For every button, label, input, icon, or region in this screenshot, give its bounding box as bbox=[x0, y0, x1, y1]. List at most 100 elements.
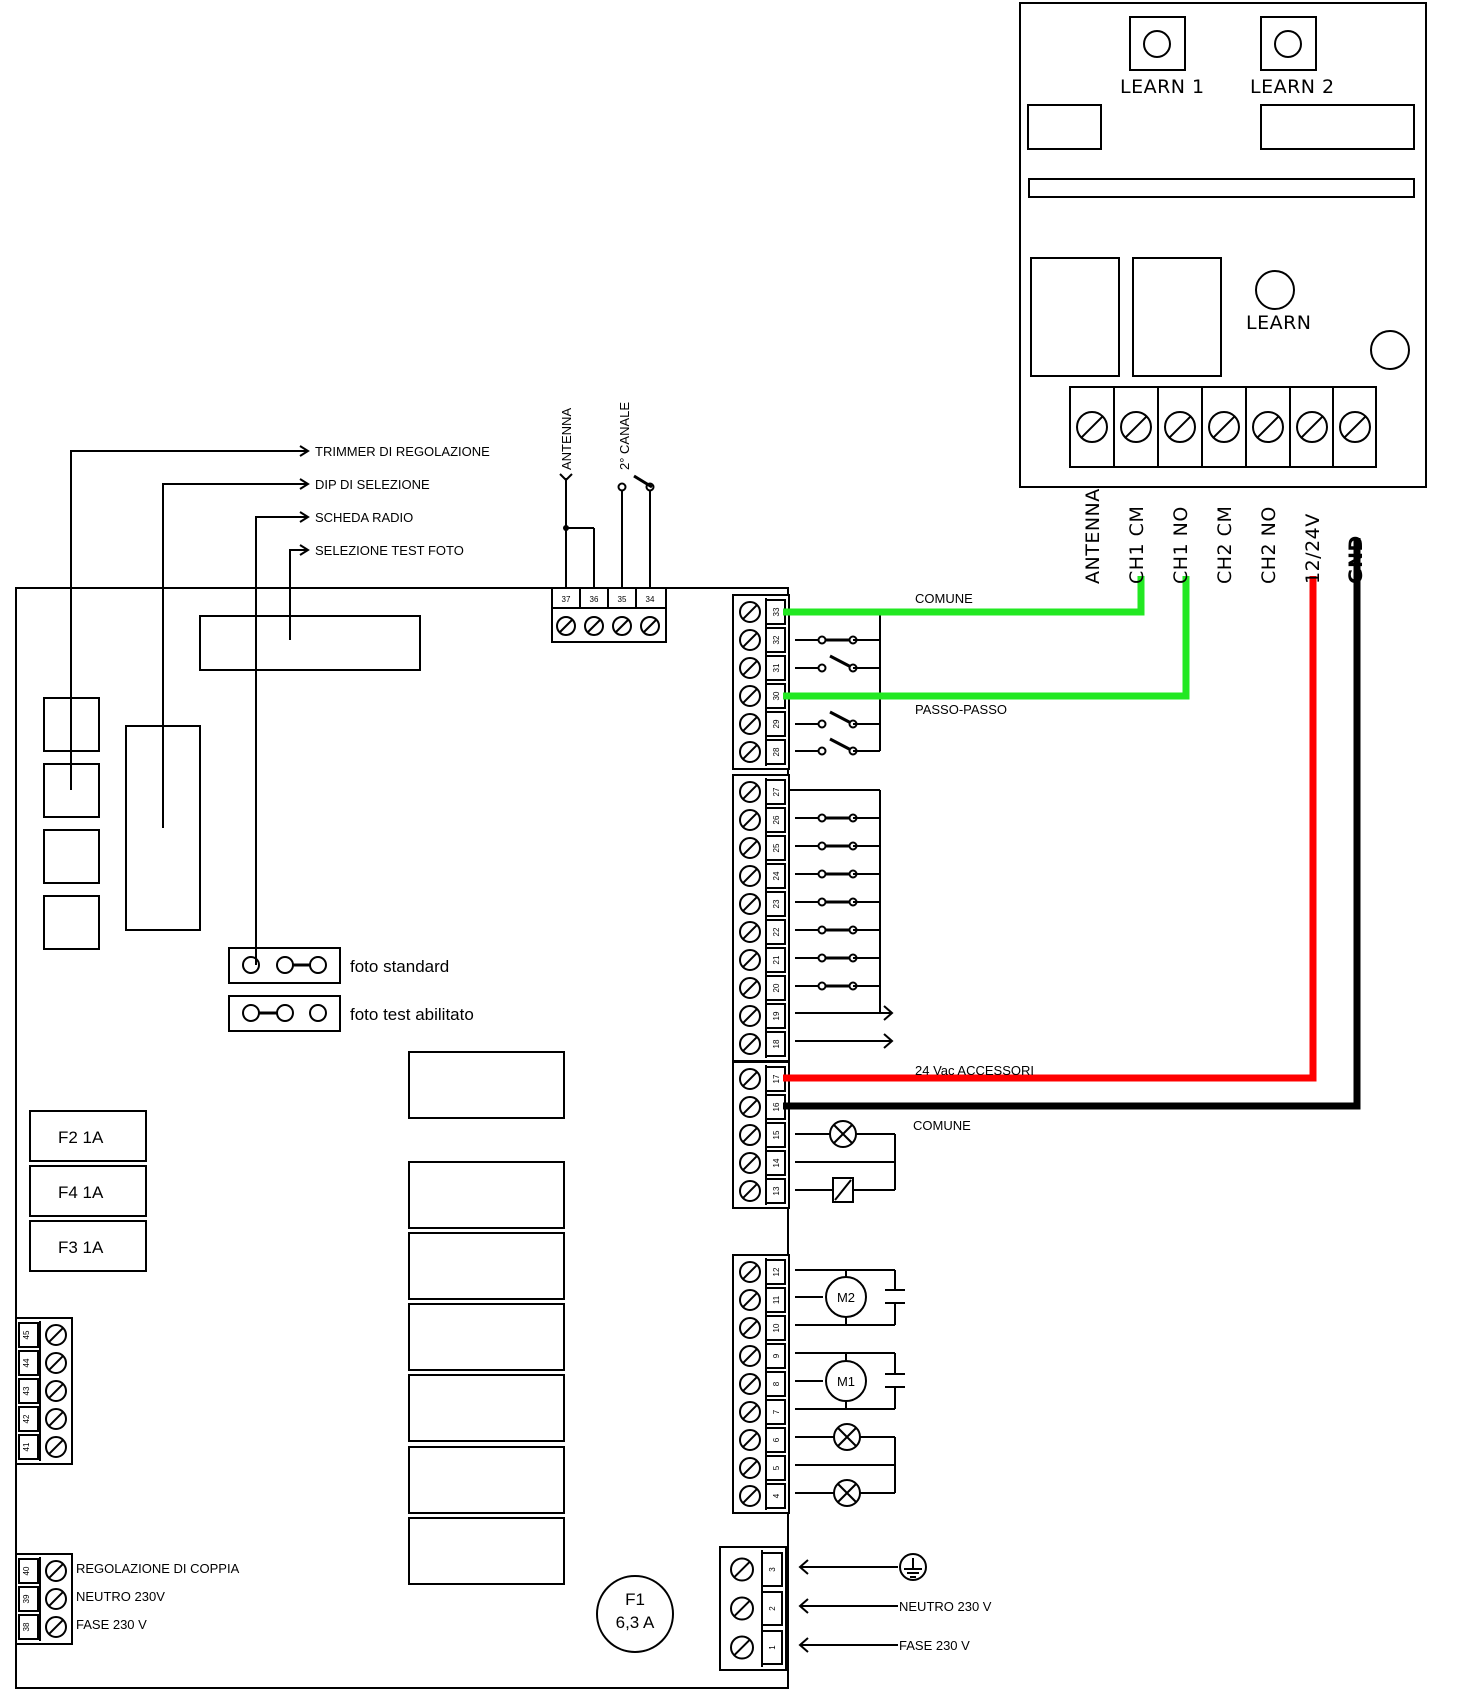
rx-terminal-label-4: CH2 CM bbox=[1214, 506, 1236, 584]
receiver-led-icon bbox=[1370, 330, 1410, 370]
radio-card-slot bbox=[199, 615, 421, 671]
terminal-number-4: 4 bbox=[772, 1493, 781, 1498]
terminal-strip-e: 321 bbox=[719, 1546, 787, 1671]
terminal-number-38: 38 bbox=[22, 1622, 31, 1631]
terminal-number-11: 11 bbox=[772, 1295, 781, 1304]
fase-label: FASE 230 V bbox=[899, 1638, 970, 1653]
fuse-f3: F3 1A bbox=[29, 1220, 147, 1272]
rx-screw-4 bbox=[1208, 411, 1240, 443]
terminal-screw-16 bbox=[739, 1096, 761, 1118]
terminal-number-31: 31 bbox=[772, 663, 781, 672]
terminal-screw-43 bbox=[45, 1380, 67, 1402]
motor-m2-icon bbox=[825, 1276, 867, 1318]
nc-contact-25 bbox=[795, 841, 880, 851]
terminal-number-12: 12 bbox=[772, 1267, 781, 1276]
rx-screw-1 bbox=[1076, 411, 1108, 443]
tb-37-number: 37 bbox=[562, 595, 571, 604]
terminal-screw-22 bbox=[739, 921, 761, 943]
rx-screw-3 bbox=[1164, 411, 1196, 443]
connection-wires bbox=[783, 538, 1361, 1110]
terminal-screw-39 bbox=[45, 1588, 67, 1610]
learn2-label: LEARN 2 bbox=[1250, 76, 1335, 98]
terminal-screw-45 bbox=[45, 1324, 67, 1346]
rx-terminal-label-5: CH2 NO bbox=[1258, 506, 1280, 584]
nc-contact-26 bbox=[795, 813, 880, 823]
regolazione-coppia-label: REGOLAZIONE DI COPPIA bbox=[76, 1561, 240, 1576]
terminal-number-19: 19 bbox=[772, 1011, 781, 1020]
relay-6 bbox=[408, 1446, 565, 1514]
canale2-label: 2° CANALE bbox=[617, 402, 632, 470]
terminal-number-33: 33 bbox=[772, 607, 781, 616]
rx-terminal-label-7: GND bbox=[1345, 535, 1367, 584]
main-fuse-line1: F1 bbox=[625, 1590, 645, 1609]
rx-screw-7 bbox=[1339, 411, 1371, 443]
terminal-number-30: 30 bbox=[772, 691, 781, 700]
terminal-screw-10 bbox=[739, 1317, 761, 1339]
wire-comune-bottom-label: COMUNE bbox=[913, 1118, 971, 1133]
jumper-foto-standard: foto standard bbox=[228, 947, 449, 984]
terminal-number-29: 29 bbox=[772, 719, 781, 728]
fuse-f2: F2 1A bbox=[29, 1110, 147, 1162]
trimmer-4 bbox=[43, 895, 100, 950]
learn-button-icon bbox=[1255, 270, 1295, 310]
learn2-button bbox=[1260, 16, 1317, 71]
terminal-number-28: 28 bbox=[772, 747, 781, 756]
terminal-number-24: 24 bbox=[772, 871, 781, 880]
terminal-screw-42 bbox=[45, 1408, 67, 1430]
learn2-button-icon bbox=[1274, 30, 1302, 58]
motor-m1-icon bbox=[825, 1360, 867, 1402]
terminal-screw-27 bbox=[739, 781, 761, 803]
terminal-screw-40 bbox=[45, 1560, 67, 1582]
relay-2 bbox=[408, 1161, 565, 1229]
terminal-screw-12 bbox=[739, 1261, 761, 1283]
receiver-component-1 bbox=[1027, 104, 1102, 150]
rx-terminal-label-1: ANTENNA bbox=[1082, 488, 1104, 584]
fuse-f4-label: F4 1A bbox=[58, 1183, 104, 1202]
terminal-screw-9 bbox=[739, 1345, 761, 1367]
wire-accessori-red bbox=[783, 576, 1317, 1082]
relay-3 bbox=[408, 1232, 565, 1300]
terminal-screw-15 bbox=[739, 1124, 761, 1146]
terminal-number-17: 17 bbox=[772, 1074, 781, 1083]
terminal-strips: 3332313029282726252423222120191817161514… bbox=[15, 594, 790, 1671]
nc-contact-24 bbox=[795, 869, 880, 879]
jumper-standard-label: foto standard bbox=[350, 957, 449, 976]
learn1-label: LEARN 1 bbox=[1120, 76, 1205, 98]
rx-screw-5 bbox=[1252, 411, 1284, 443]
terminal-number-5: 5 bbox=[772, 1465, 781, 1470]
tb-screw-36 bbox=[584, 616, 604, 636]
terminal-number-27: 27 bbox=[772, 787, 781, 796]
tb-screw-37 bbox=[556, 616, 576, 636]
terminal-number-26: 26 bbox=[772, 815, 781, 824]
terminal-screw-7 bbox=[739, 1401, 761, 1423]
terminal-number-9: 9 bbox=[772, 1353, 781, 1358]
fuse-f4: F4 1A bbox=[29, 1165, 147, 1217]
receiver-strip bbox=[1028, 178, 1415, 198]
block-c-loads bbox=[795, 1120, 896, 1203]
terminal-number-39: 39 bbox=[22, 1594, 31, 1603]
terminal-number-14: 14 bbox=[772, 1158, 781, 1167]
terminal-screw-23 bbox=[739, 893, 761, 915]
relay-1 bbox=[408, 1051, 565, 1119]
terminal-screw-3 bbox=[730, 1557, 754, 1582]
terminal-screw-8 bbox=[739, 1373, 761, 1395]
terminal-screw-4 bbox=[739, 1485, 761, 1507]
terminal-screw-2 bbox=[730, 1596, 754, 1621]
control-board: F2 1A F4 1A F3 1A F1 6,3 A foto standard bbox=[15, 402, 992, 1689]
neutro-label: NEUTRO 230 V bbox=[899, 1599, 992, 1614]
terminal-screw-30 bbox=[739, 685, 761, 707]
nc-contact-20 bbox=[795, 981, 880, 991]
terminal-screw-17 bbox=[739, 1068, 761, 1090]
terminal-screw-28 bbox=[739, 741, 761, 763]
terminal-screw-14 bbox=[739, 1152, 761, 1174]
wire-passo-green bbox=[783, 576, 1190, 700]
block-b-contacts bbox=[790, 789, 894, 1049]
terminal-screw-18 bbox=[739, 1033, 761, 1055]
terminal-screw-11 bbox=[739, 1289, 761, 1311]
tb-35-number: 35 bbox=[618, 595, 627, 604]
learn-label: LEARN bbox=[1246, 312, 1312, 334]
terminal-number-21: 21 bbox=[772, 955, 781, 964]
